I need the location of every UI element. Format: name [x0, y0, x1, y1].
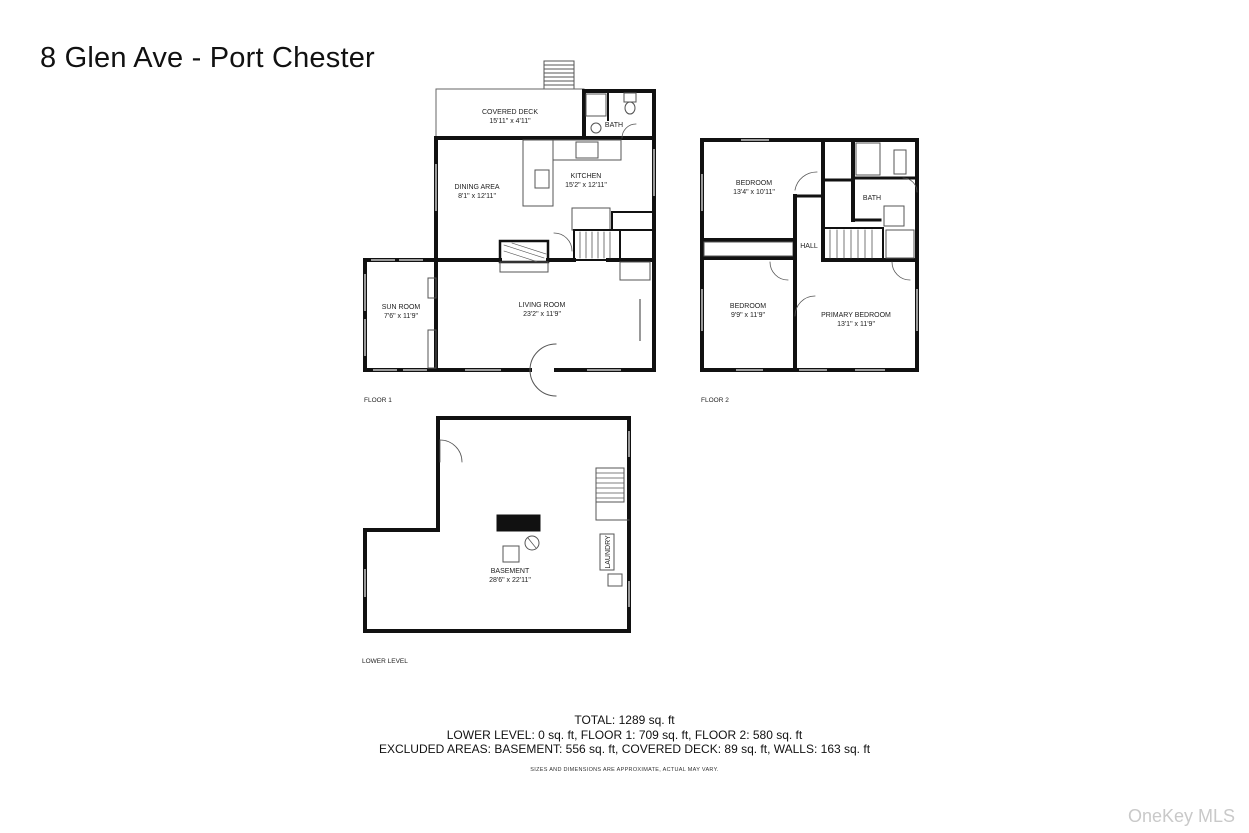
room-living-name: LIVING ROOM — [519, 302, 566, 309]
floor-2-plan — [700, 138, 919, 372]
room-primary-dims: 13'1" x 11'9" — [837, 321, 875, 328]
room-bath2-name: BATH — [863, 195, 881, 202]
room-kitchen-dims: 15'2" x 12'11" — [565, 182, 607, 189]
room-bedroom1-dims: 13'4" x 10'11" — [733, 189, 775, 196]
room-living-dims: 23'2" x 11'9" — [523, 311, 561, 318]
room-bedroom1-name: BEDROOM — [736, 180, 772, 187]
room-laundry-name: LAUNDRY — [605, 535, 612, 569]
plan-title: 8 Glen Ave - Port Chester — [40, 42, 375, 74]
room-kitchen-name: KITCHEN — [571, 173, 602, 180]
room-dining-name: DINING AREA — [454, 184, 499, 191]
room-hall-name: HALL — [800, 243, 818, 250]
floor-1-plan — [363, 60, 656, 397]
disclaimer: SIZES AND DIMENSIONS ARE APPROXIMATE, AC… — [530, 767, 719, 773]
room-basement-name: BASEMENT — [491, 568, 530, 575]
room-covered-deck-dims: 15'11" x 4'11" — [489, 118, 531, 125]
room-bedroom2-dims: 9'9" x 11'9" — [731, 312, 765, 319]
summary-total: TOTAL: 1289 sq. ft — [574, 713, 675, 727]
watermark: OneKey MLS — [1127, 806, 1235, 826]
room-basement-dims: 28'6" x 22'11" — [489, 577, 531, 584]
room-bath1-name: BATH — [605, 122, 623, 129]
floor-1-label: FLOOR 1 — [364, 397, 392, 404]
summary-excluded: EXCLUDED AREAS: BASEMENT: 556 sq. ft, CO… — [378, 742, 871, 756]
room-sun-room-dims: 7'6" x 11'9" — [384, 313, 418, 320]
room-covered-deck-name: COVERED DECK — [482, 109, 538, 116]
room-sun-room-name: SUN ROOM — [382, 304, 421, 311]
floor-2-label: FLOOR 2 — [701, 397, 729, 404]
room-dining-dims: 8'1" x 12'11" — [458, 193, 496, 200]
summary-levels: LOWER LEVEL: 0 sq. ft, FLOOR 1: 709 sq. … — [446, 728, 803, 742]
lower-level-plan — [363, 416, 631, 633]
lower-level-label: LOWER LEVEL — [362, 658, 408, 665]
room-bedroom2-name: BEDROOM — [730, 303, 766, 310]
room-primary-name: PRIMARY BEDROOM — [821, 312, 891, 319]
